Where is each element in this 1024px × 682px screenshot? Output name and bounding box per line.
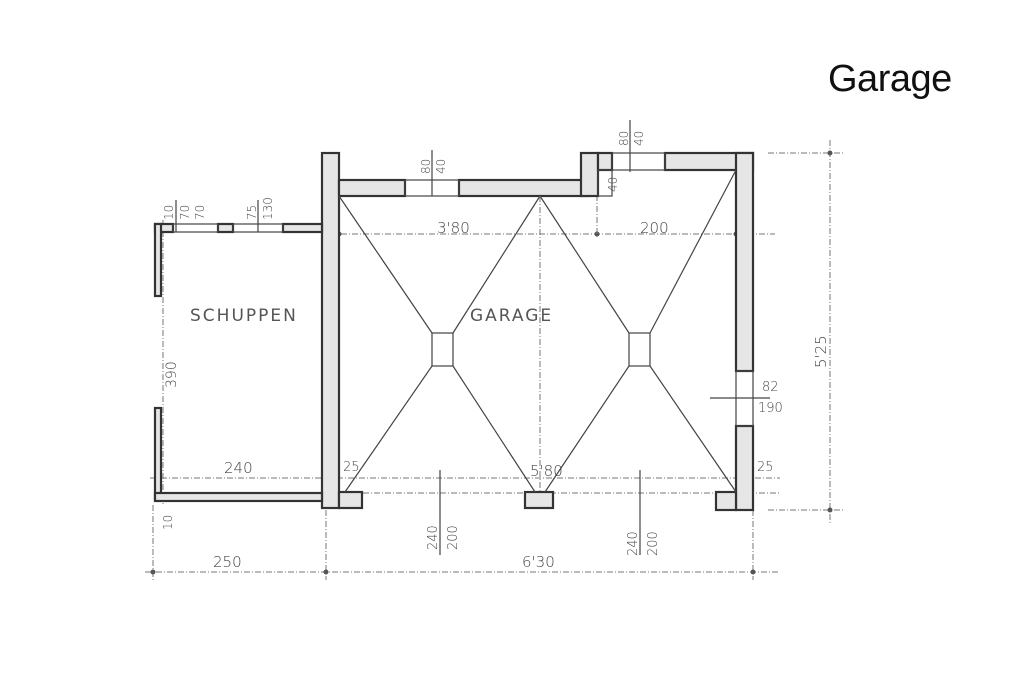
- room-label-shed: SCHUPPEN: [190, 306, 298, 326]
- dim-wall-right: 25: [757, 460, 774, 475]
- dim-shed-window-a: 10: [162, 205, 176, 220]
- dim-garage-depth: 5'25: [812, 335, 830, 368]
- dim-shed-window-b-top: 70: [178, 205, 192, 220]
- dim-side-door-top: 82: [762, 380, 779, 395]
- dim-door-right-top: 240: [626, 531, 641, 556]
- dim-niche-depth: 40: [606, 177, 620, 192]
- dim-garage-window-bottom: 40: [434, 159, 448, 174]
- dim-shed-window-b-bottom: 70: [193, 205, 207, 220]
- dim-garage-window-top: 80: [419, 159, 433, 174]
- dim-garage-inner: 5'80: [530, 462, 563, 480]
- dim-shed-height: 390: [164, 361, 180, 388]
- walls: [153, 151, 755, 512]
- dim-shed-window-c-top: 75: [245, 205, 259, 220]
- dim-right-window-top: 80: [617, 131, 631, 146]
- dim-shed-inner: 240: [224, 459, 253, 477]
- dim-right-window-bottom: 40: [632, 131, 646, 146]
- skylight-right: [628, 332, 651, 367]
- roof-lines: [338, 169, 737, 493]
- dim-side-door-bottom: 190: [758, 401, 783, 416]
- dim-door-right-bottom: 200: [646, 531, 661, 556]
- skylight-left: [431, 332, 454, 367]
- page-title: Garage: [828, 58, 952, 100]
- dim-door-left-bottom: 200: [446, 525, 461, 550]
- dim-shed-overall: 250: [213, 553, 242, 571]
- room-label-garage: GARAGE: [470, 306, 553, 326]
- dim-shed-bottom-wall: 10: [161, 515, 175, 530]
- dim-wall-left: 25: [343, 460, 360, 475]
- dimension-lines: [145, 120, 845, 580]
- labels: SCHUPPEN GARAGE 3'80 200 240 25 25 5'80 …: [161, 131, 830, 571]
- dim-garage-inner-left: 3'80: [437, 219, 470, 237]
- dim-shed-window-c-bottom: 130: [261, 197, 275, 220]
- dim-garage-inner-right: 200: [640, 219, 669, 237]
- dim-door-left-top: 240: [426, 525, 441, 550]
- dim-garage-overall: 6'30: [522, 553, 555, 571]
